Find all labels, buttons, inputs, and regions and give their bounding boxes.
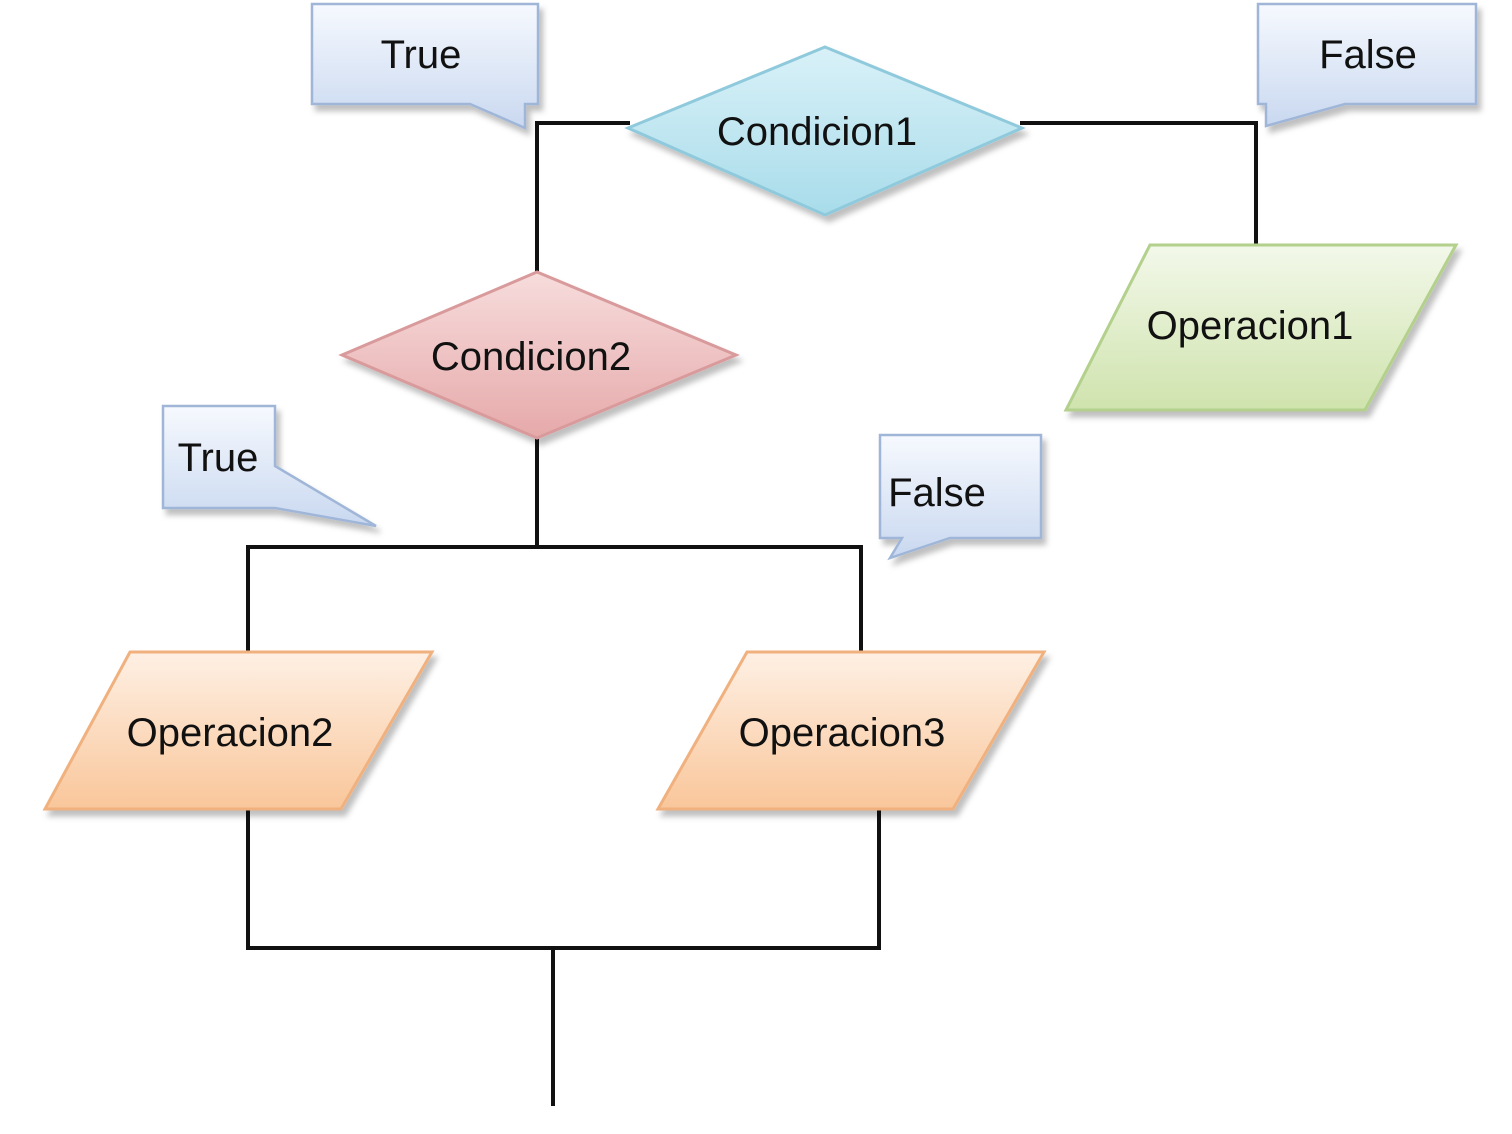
connector-operations-merge: [246, 805, 881, 950]
callout-condition2-false: False: [878, 433, 1043, 561]
callout-condition1-false-label: False: [1319, 33, 1417, 77]
connectors: [246, 121, 1258, 1106]
callout-condition1-true-label: True: [381, 33, 462, 77]
condition1-diamond: [624, 45, 1026, 217]
callout-condition2-false-bubble: [878, 433, 1043, 561]
callout-condition1-true-bubble: [310, 2, 540, 130]
connector-condition1-false: [1020, 121, 1258, 247]
operation1-parallelogram: [1063, 243, 1459, 412]
callout-condition1-false: False: [1256, 2, 1478, 128]
operation2-label: Operacion2: [127, 711, 334, 755]
operation1-process: Operacion1: [1063, 243, 1459, 412]
condition1-decision: Condicion1: [624, 45, 1026, 217]
operation2-parallelogram: [42, 650, 435, 811]
callout-condition2-true-label: True: [178, 436, 259, 480]
operation1-label: Operacion1: [1147, 304, 1354, 348]
operation3-parallelogram: [655, 650, 1047, 811]
condition2-decision: Condicion2: [338, 270, 740, 440]
condition1-label: Condicion1: [717, 110, 917, 154]
operation3-label: Operacion3: [739, 711, 946, 755]
callout-condition2-false-label: False: [888, 471, 986, 515]
operation2-process: Operacion2: [42, 650, 435, 811]
callout-condition1-true: True: [310, 2, 540, 130]
callout-condition2-true-bubble: [161, 404, 377, 528]
callout-condition2-true: True: [161, 404, 377, 528]
connector-condition1-true: [535, 121, 630, 274]
operation3-process: Operacion3: [655, 650, 1047, 811]
connector-condition2-branch: [246, 545, 863, 654]
condition2-diamond: [338, 270, 740, 440]
condition2-label: Condicion2: [431, 335, 631, 379]
callout-condition1-false-bubble: [1256, 2, 1478, 128]
